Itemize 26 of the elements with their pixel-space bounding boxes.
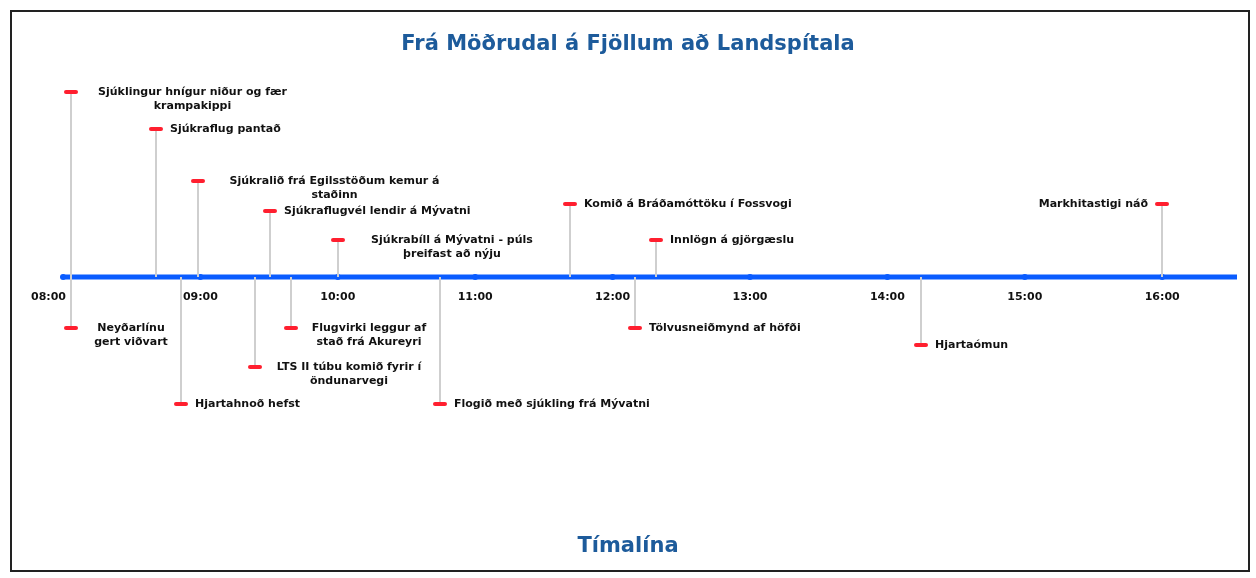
time-tick-label: 10:00 bbox=[319, 290, 357, 304]
event-label: Flugvirki leggur af stað frá Akureyri bbox=[310, 321, 428, 349]
diagram-title: Frá Möðrudal á Fjöllum að Landspítala bbox=[400, 31, 856, 55]
time-tick-label: 11:00 bbox=[456, 290, 494, 304]
event-label: Sjúkraflug pantað bbox=[170, 122, 281, 136]
event-label: Komið á Bráðamóttöku í Fossvogi bbox=[584, 197, 792, 211]
diagram-caption: Tímalína bbox=[576, 533, 680, 557]
time-tick-label: 16:00 bbox=[1143, 290, 1181, 304]
event-label: Tölvusneiðmynd af höfði bbox=[649, 321, 801, 335]
event-label: LTS II túbu komið fyrir í öndunarvegi bbox=[275, 360, 423, 388]
event-label: Neyðarlínu gert viðvart bbox=[93, 321, 169, 349]
time-tick-label: 12:00 bbox=[594, 290, 632, 304]
time-tick-label: 09:00 bbox=[181, 290, 219, 304]
event-label: Markhitastigi náð bbox=[1038, 197, 1148, 211]
time-tick-label: 08:00 bbox=[30, 290, 66, 304]
time-tick-label: 13:00 bbox=[731, 290, 769, 304]
event-label: Flogið með sjúkling frá Mývatni bbox=[454, 397, 650, 411]
event-label: Hjartahnoð hefst bbox=[195, 397, 300, 411]
time-tick-label: 14:00 bbox=[868, 290, 906, 304]
event-label: Sjúkrabíll á Mývatni - púls þreifast að nýju bbox=[370, 233, 534, 261]
event-label: Innlögn á gjörgæslu bbox=[670, 233, 795, 247]
event-label: Hjartaómun bbox=[935, 338, 1009, 352]
event-label: Sjúkralið frá Egilsstöðum kemur á staðinn bbox=[228, 174, 441, 202]
event-label: Sjúklingur hnígur niður og fær krampakippi bbox=[97, 85, 288, 113]
time-tick-label: 15:00 bbox=[1006, 290, 1044, 304]
event-label: Sjúkraflugvél lendir á Mývatni bbox=[284, 204, 471, 218]
